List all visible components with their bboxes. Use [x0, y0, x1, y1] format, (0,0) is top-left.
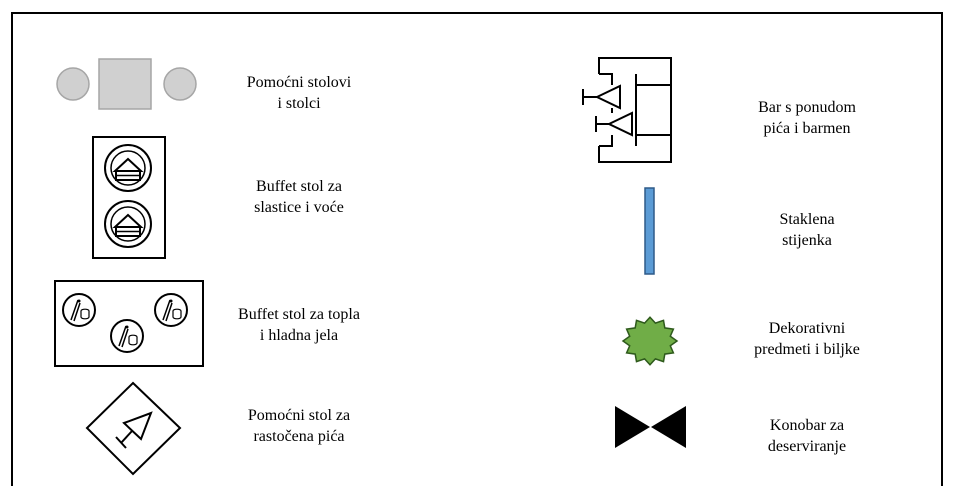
plate-icon [110, 319, 144, 353]
plate-icon [62, 293, 96, 327]
plate-icon [154, 293, 188, 327]
